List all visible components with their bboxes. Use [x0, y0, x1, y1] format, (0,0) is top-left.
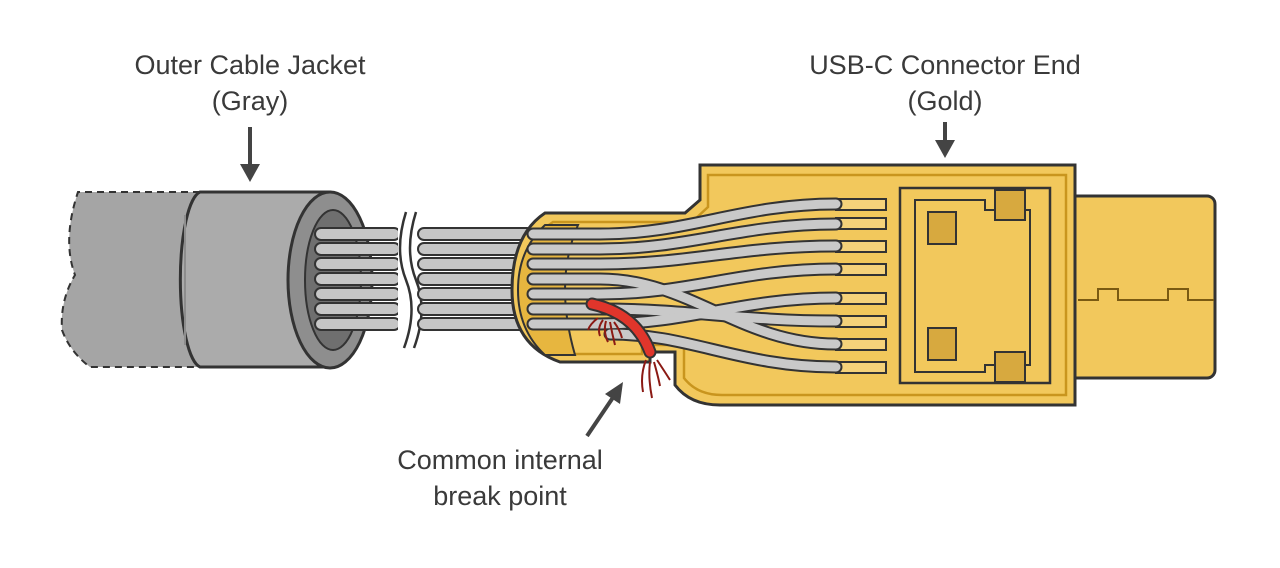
connector-label-line1: USB-C Connector End	[809, 50, 1081, 80]
jacket-label-line1: Outer Cable Jacket	[134, 50, 366, 80]
connector-arrow	[935, 122, 955, 158]
break-label-line1: Common internal	[397, 445, 603, 475]
break-point-arrow	[585, 382, 623, 438]
usb-c-connector-label: USB-C Connector End (Gold)	[780, 47, 1110, 119]
break-label-line2: break point	[433, 481, 567, 511]
outer-cable-jacket-label: Outer Cable Jacket (Gray)	[100, 47, 400, 119]
plug-tip	[1058, 194, 1217, 380]
jacket-label-line2: (Gray)	[211, 86, 289, 116]
broken-red-wire	[585, 297, 671, 399]
break-point-label: Common internal break point	[350, 442, 650, 514]
inner-pcb	[898, 186, 1052, 385]
jacket-arrow	[240, 127, 260, 182]
connector-label-line2: (Gold)	[907, 86, 983, 116]
wire-bundle-left	[314, 227, 401, 331]
jacket-cutaway	[60, 191, 201, 368]
wire-bundle-middle	[417, 227, 534, 331]
